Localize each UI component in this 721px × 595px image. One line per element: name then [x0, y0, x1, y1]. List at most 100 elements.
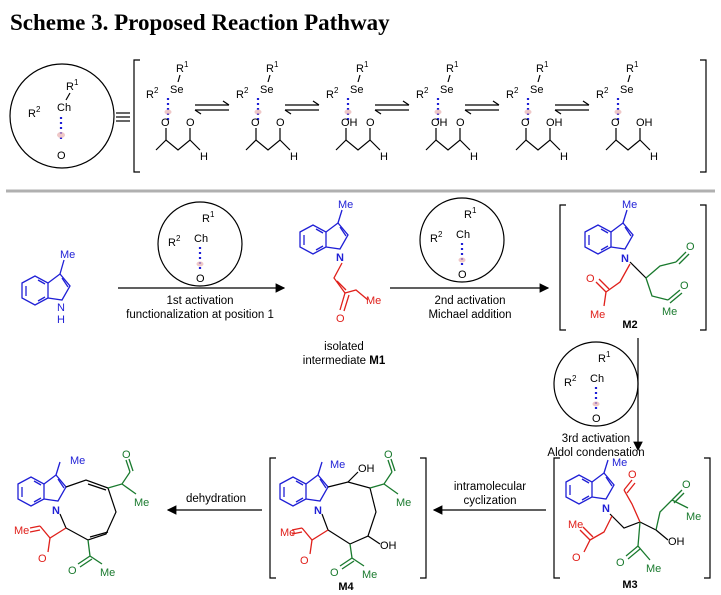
- step2-label-line1: 2nd activation: [435, 295, 506, 307]
- svg-text:R2: R2: [596, 86, 609, 101]
- equilibrium-arrow-3: [374, 100, 410, 115]
- svg-text:Se: Se: [530, 84, 543, 96]
- svg-text:R1: R1: [446, 60, 459, 75]
- svg-text:Me: Me: [14, 525, 29, 537]
- step5-label: dehydration: [186, 493, 246, 505]
- svg-text:Me: Me: [134, 497, 149, 509]
- svg-text:O: O: [611, 117, 620, 129]
- svg-text:O: O: [366, 117, 375, 129]
- svg-text:N: N: [314, 505, 322, 517]
- svg-text:N: N: [52, 505, 60, 517]
- catalyst-circle-step2: R1 R2 Ch O: [419, 197, 505, 283]
- svg-text:O: O: [251, 117, 260, 129]
- equilibrium-arrow-4: [464, 100, 500, 115]
- svg-text:H: H: [470, 151, 478, 163]
- svg-text:O: O: [456, 117, 465, 129]
- svg-text:O: O: [628, 469, 637, 481]
- label-m4: M4: [338, 581, 354, 593]
- svg-text:O: O: [682, 479, 691, 491]
- svg-text:R1: R1: [464, 206, 477, 221]
- svg-text:R1: R1: [598, 350, 611, 365]
- svg-text:O: O: [196, 273, 205, 285]
- svg-text:Me: Me: [362, 569, 377, 581]
- catalyst-circle-step3: R1 R2 Ch O: [553, 341, 639, 427]
- svg-text:OH: OH: [668, 536, 685, 548]
- svg-text:Me: Me: [612, 457, 627, 469]
- svg-text:O: O: [57, 150, 66, 162]
- svg-text:O: O: [616, 557, 625, 569]
- m1-caption-line2: intermediate M1: [303, 355, 386, 367]
- svg-text:R2: R2: [564, 374, 577, 389]
- svg-text:O: O: [521, 117, 530, 129]
- svg-text:O: O: [592, 413, 601, 425]
- svg-text:H: H: [560, 151, 568, 163]
- equilibrium-arrow-2: [284, 100, 320, 115]
- step3-label-line1: 3rd activation: [562, 433, 630, 445]
- svg-text:Me: Me: [70, 455, 85, 467]
- step3-label-line2: Aldol condensation: [547, 447, 644, 459]
- m1-caption-line1: isolated: [324, 341, 364, 353]
- svg-text:R2: R2: [28, 105, 41, 120]
- label-m3: M3: [622, 579, 637, 591]
- catalyst-circle-step1: R1 R2 Ch O: [157, 201, 243, 287]
- svg-text:O: O: [122, 449, 131, 461]
- step2-label-line2: Michael addition: [428, 309, 511, 321]
- intermediate-m1: Me N O Me: [299, 199, 381, 325]
- intermediate-m3: Me N Me O O O Me OH O Me: [553, 457, 711, 579]
- svg-text:O: O: [680, 280, 689, 292]
- svg-text:N: N: [602, 503, 610, 515]
- equilibrium-arrow-1: [194, 100, 230, 115]
- svg-text:R1: R1: [536, 60, 549, 75]
- svg-text:O: O: [276, 117, 285, 129]
- svg-text:OH: OH: [431, 117, 448, 129]
- intermediate-m4: Me N OH OH O Me Me O O Me: [269, 449, 427, 581]
- svg-text:O: O: [186, 117, 195, 129]
- svg-text:N: N: [57, 302, 65, 314]
- svg-text:Se: Se: [350, 84, 363, 96]
- intermediate-m2: Me N O Me O O Me: [559, 199, 707, 331]
- step1-label-line1: 1st activation: [166, 295, 233, 307]
- svg-text:O: O: [68, 565, 77, 577]
- equivalence-symbol: [116, 112, 130, 122]
- svg-text:Se: Se: [260, 84, 273, 96]
- svg-text:O: O: [384, 449, 393, 461]
- svg-text:Se: Se: [170, 84, 183, 96]
- svg-text:OH: OH: [358, 463, 375, 475]
- svg-text:Ch: Ch: [57, 102, 71, 114]
- final-product: Me N O Me Me O O Me: [14, 449, 149, 579]
- svg-text:Me: Me: [280, 527, 295, 539]
- svg-text:R2: R2: [416, 86, 429, 101]
- svg-text:H: H: [57, 314, 65, 326]
- svg-text:OH: OH: [380, 540, 397, 552]
- 3-methylindole: Me N H: [21, 249, 75, 326]
- svg-text:Se: Se: [440, 84, 453, 96]
- svg-text:O: O: [161, 117, 170, 129]
- svg-text:R1: R1: [356, 60, 369, 75]
- label-m2: M2: [622, 319, 637, 331]
- svg-text:N: N: [336, 252, 344, 264]
- svg-text:Ch: Ch: [456, 229, 470, 241]
- svg-text:Ch: Ch: [194, 233, 208, 245]
- svg-text:R2: R2: [506, 86, 519, 101]
- svg-text:R2: R2: [236, 86, 249, 101]
- svg-text:Me: Me: [686, 511, 701, 523]
- svg-text:OH: OH: [341, 117, 358, 129]
- svg-text:R2: R2: [326, 86, 339, 101]
- svg-text:R2: R2: [168, 234, 181, 249]
- svg-text:Se: Se: [620, 84, 633, 96]
- svg-text:Me: Me: [622, 199, 637, 211]
- svg-text:OH: OH: [636, 117, 653, 129]
- svg-text:Me: Me: [338, 199, 353, 211]
- svg-text:R1: R1: [66, 78, 79, 93]
- svg-text:R1: R1: [202, 210, 215, 225]
- svg-text:H: H: [380, 151, 388, 163]
- catalyst-circle-top: R1 R2 Ch O: [9, 63, 115, 169]
- svg-text:H: H: [200, 151, 208, 163]
- svg-text:Me: Me: [568, 519, 583, 531]
